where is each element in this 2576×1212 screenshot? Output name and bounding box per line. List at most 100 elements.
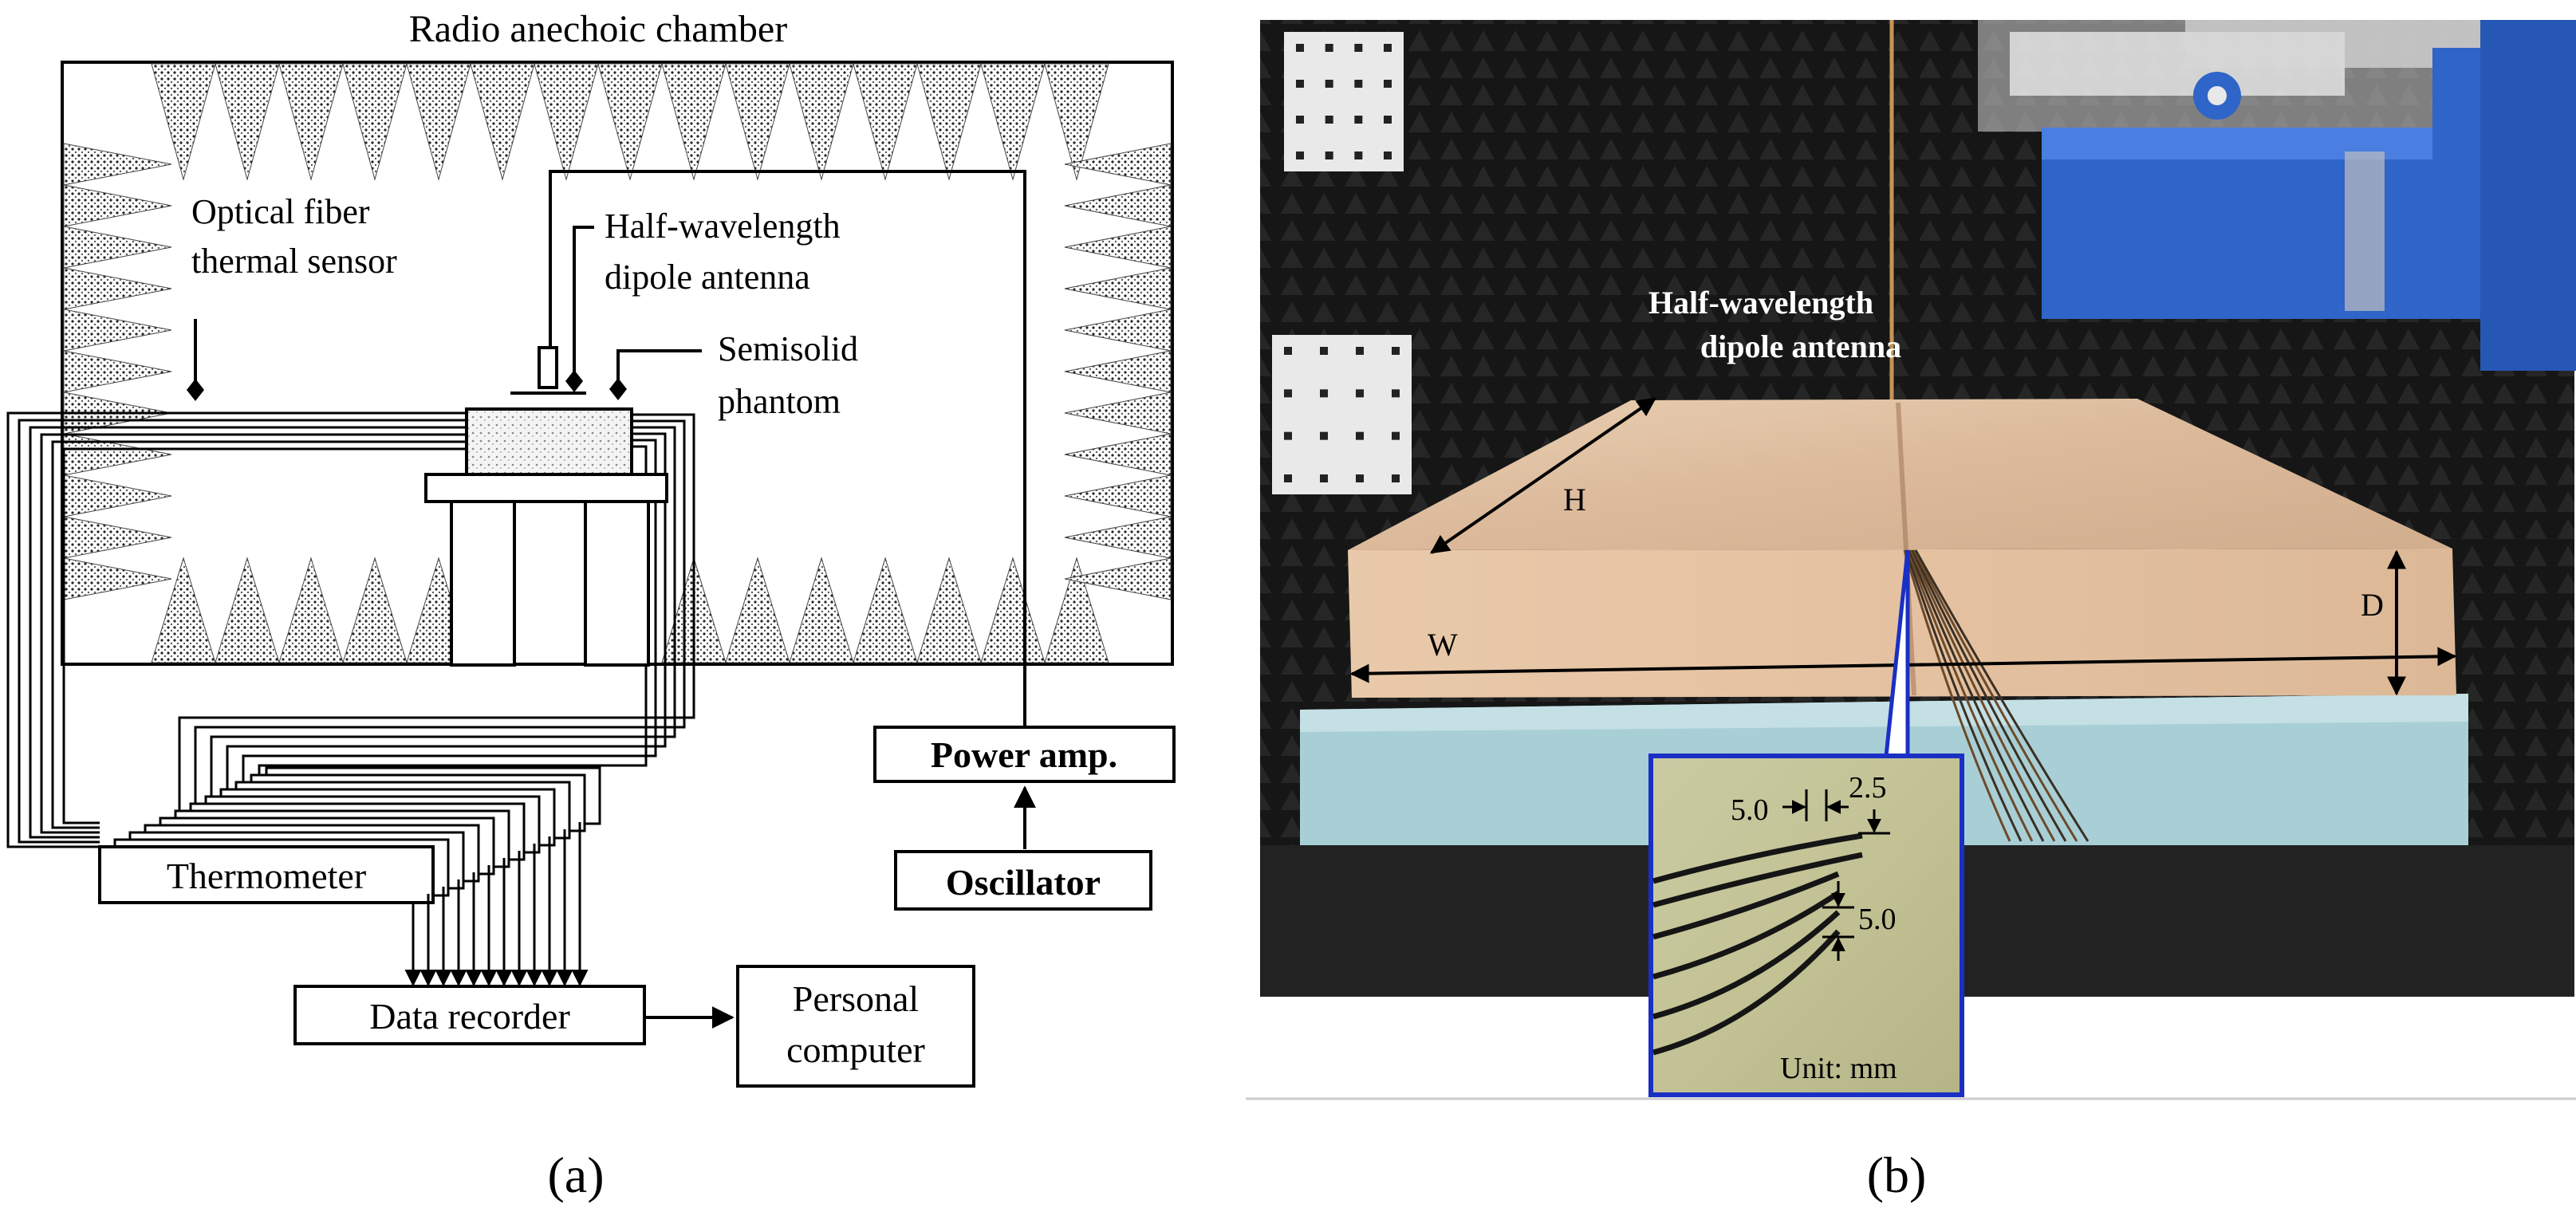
absorber-cone-bottom (853, 557, 918, 663)
marker-dot (1354, 152, 1363, 159)
antenna-positioner (1978, 20, 2576, 371)
foam-slab-top (1300, 694, 2468, 732)
absorber-cone-left (63, 474, 172, 517)
absorber-cone-bottom (151, 557, 216, 663)
marker-dot (1392, 389, 1400, 398)
marker-dot (1356, 474, 1364, 482)
absorber-cone-right (1064, 267, 1172, 310)
antenna-feed-cable (549, 170, 1026, 668)
power-amp-label: Power amp. (931, 734, 1117, 775)
absorber-cone-left (63, 184, 172, 227)
photo-fibers (1903, 549, 2090, 842)
absorber-cone-left (63, 557, 172, 600)
dimension-w-label: W (1428, 627, 1458, 663)
inset-fibers (1652, 832, 1863, 1056)
absorber-cone-top (278, 63, 344, 181)
marker-dot (1284, 431, 1292, 440)
photo-fiber (1904, 549, 2023, 842)
marker-boards (1272, 32, 1412, 494)
sensor-leader-diamond (187, 379, 204, 401)
absorber-cone-bottom (980, 557, 1046, 663)
photo-fiber (1903, 549, 2011, 842)
dimension-h-label: H (1563, 482, 1586, 517)
marker-dot (1296, 44, 1304, 52)
pc-label-line1: Personal (793, 978, 919, 1019)
phantom-leader (616, 349, 702, 381)
absorber-cone-bottom (342, 557, 408, 663)
antenna-label-line1: Half-wavelength (605, 207, 841, 246)
thermometer-label: Thermometer (167, 856, 366, 896)
chamber-title: Radio anechoic chamber (409, 8, 787, 50)
absorber-cone-right (1064, 516, 1172, 559)
absorber-cone-top (725, 63, 790, 181)
fiber-right (242, 439, 657, 821)
marker-dot (1284, 347, 1292, 355)
marker-dot (1284, 474, 1292, 482)
inset-dim-a: 5.0 (1731, 793, 1769, 827)
fiber-right (210, 426, 676, 834)
marker-dot (1325, 116, 1333, 124)
semisolid-phantom (465, 407, 633, 476)
oscillator-label: Oscillator (946, 862, 1101, 903)
inset-unit-label: Unit: mm (1780, 1052, 1897, 1085)
dimension-h-line (1430, 397, 1656, 554)
marker-dot (1356, 389, 1364, 398)
photo-fiber (1908, 549, 2045, 842)
absorber-cone-bottom (278, 557, 344, 663)
photo-fiber (1914, 549, 2090, 842)
absorber-cones (63, 63, 1172, 663)
absorber-cone-top (597, 63, 663, 181)
inset-fiber (1652, 852, 1863, 908)
photo-antenna-label-line2: dipole antenna (1700, 329, 1901, 364)
marker-dot (1320, 431, 1328, 440)
antenna-leader-diamond (565, 370, 583, 392)
marker-dot (1296, 152, 1304, 159)
absorber-cone-bottom (725, 557, 790, 663)
photo-fiber (1906, 549, 2034, 842)
marker-dot (1354, 44, 1363, 52)
absorber-cone-left (63, 516, 172, 559)
inset-fiber (1652, 929, 1841, 1056)
antenna-label-line2: dipole antenna (605, 258, 810, 297)
absorber-cone-left (63, 350, 172, 393)
personal-computer-box (736, 965, 975, 1088)
photo-antenna-label-line1: Half-wavelength (1648, 285, 1873, 321)
inset-dim-c: 5.0 (1858, 903, 1897, 936)
inset-fiber (1652, 832, 1863, 884)
phantom-leader-diamond (609, 378, 627, 400)
absorber-cone-top (1044, 63, 1109, 181)
support-leg-right (584, 500, 650, 667)
absorber-cone-right (1064, 392, 1172, 435)
absorber-cone-left (63, 433, 172, 476)
marker-dot (1320, 347, 1328, 355)
absorber-cone-top (470, 63, 535, 181)
inset-dim-b: 2.5 (1849, 771, 1887, 805)
marker-dot (1320, 474, 1328, 482)
dimension-d-label: D (2361, 587, 2384, 623)
marker-dot (1354, 80, 1363, 88)
sensor-label-line1: Optical fiber (191, 192, 370, 231)
marker-dot (1325, 152, 1333, 159)
absorber-cone-top (534, 63, 599, 181)
marker-dot (1296, 80, 1304, 88)
marker-dot (1384, 80, 1392, 88)
absorber-cone-top (406, 63, 471, 181)
absorber-cone-bottom (1044, 557, 1109, 663)
marker-dot (1296, 116, 1304, 124)
marker-dot (1392, 431, 1400, 440)
absorber-cone-top (853, 63, 918, 181)
thermometer-box (98, 845, 435, 904)
thermometer-to-recorder-arrows (404, 822, 589, 987)
absorber-cone-right (1064, 557, 1172, 600)
absorber-cone-right (1064, 184, 1172, 227)
marker-dot (1325, 80, 1333, 88)
absorber-cone-top (342, 63, 408, 181)
absorber-cone-left (63, 226, 172, 269)
power-amp-box (873, 726, 1176, 783)
photo-fiber (1909, 549, 2056, 842)
fiber-left (29, 426, 467, 839)
sensor-label-line2: thermal sensor (191, 242, 397, 281)
fiber-right (178, 413, 695, 847)
oscillator-box (894, 850, 1152, 911)
